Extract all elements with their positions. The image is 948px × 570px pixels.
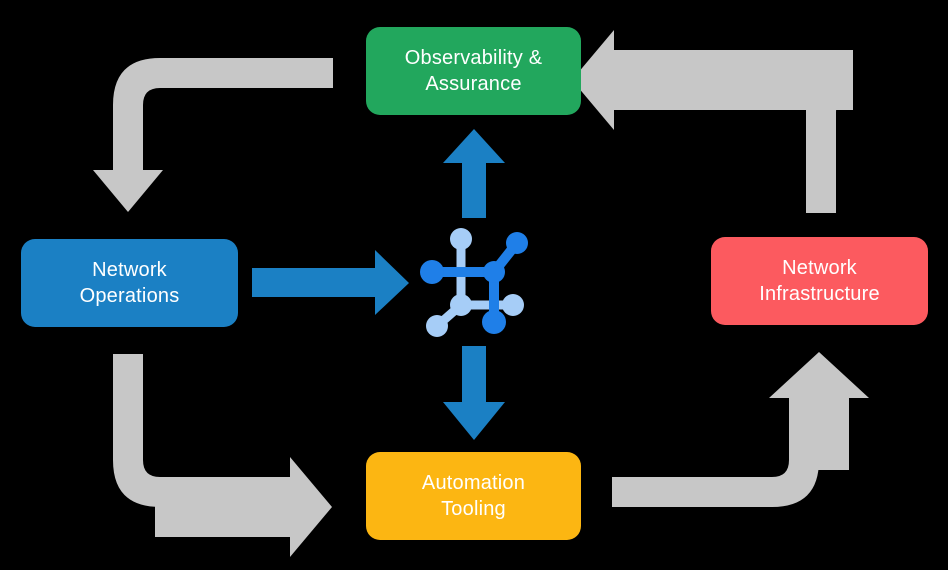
node-network-operations[interactable]: Network Operations: [21, 239, 238, 327]
arrow-infrastructure-to-observability-body: [806, 65, 853, 213]
arrow-automation-to-infrastructure-body: [612, 460, 819, 507]
arrow-infrastructure-to-observability: [806, 63, 853, 213]
network-topology-icon: [420, 228, 528, 337]
arrow-operations-to-automation-head: [155, 457, 332, 557]
arrow-center-to-automation: [443, 346, 505, 440]
arrow-operations-to-center: [252, 250, 409, 315]
arrow-infrastructure-to-observability-head: [572, 30, 853, 130]
node-automation-tooling[interactable]: Automation Tooling: [366, 452, 581, 540]
arrow-observability-to-operations: [93, 58, 333, 212]
arrow-operations-to-automation-body: [113, 354, 160, 507]
node-network-infrastructure[interactable]: Network Infrastructure: [711, 237, 928, 325]
arrow-automation-to-infrastructure-head: [769, 352, 869, 470]
arrow-center-to-observability: [443, 129, 505, 218]
node-observability-assurance[interactable]: Observability & Assurance: [366, 27, 581, 115]
